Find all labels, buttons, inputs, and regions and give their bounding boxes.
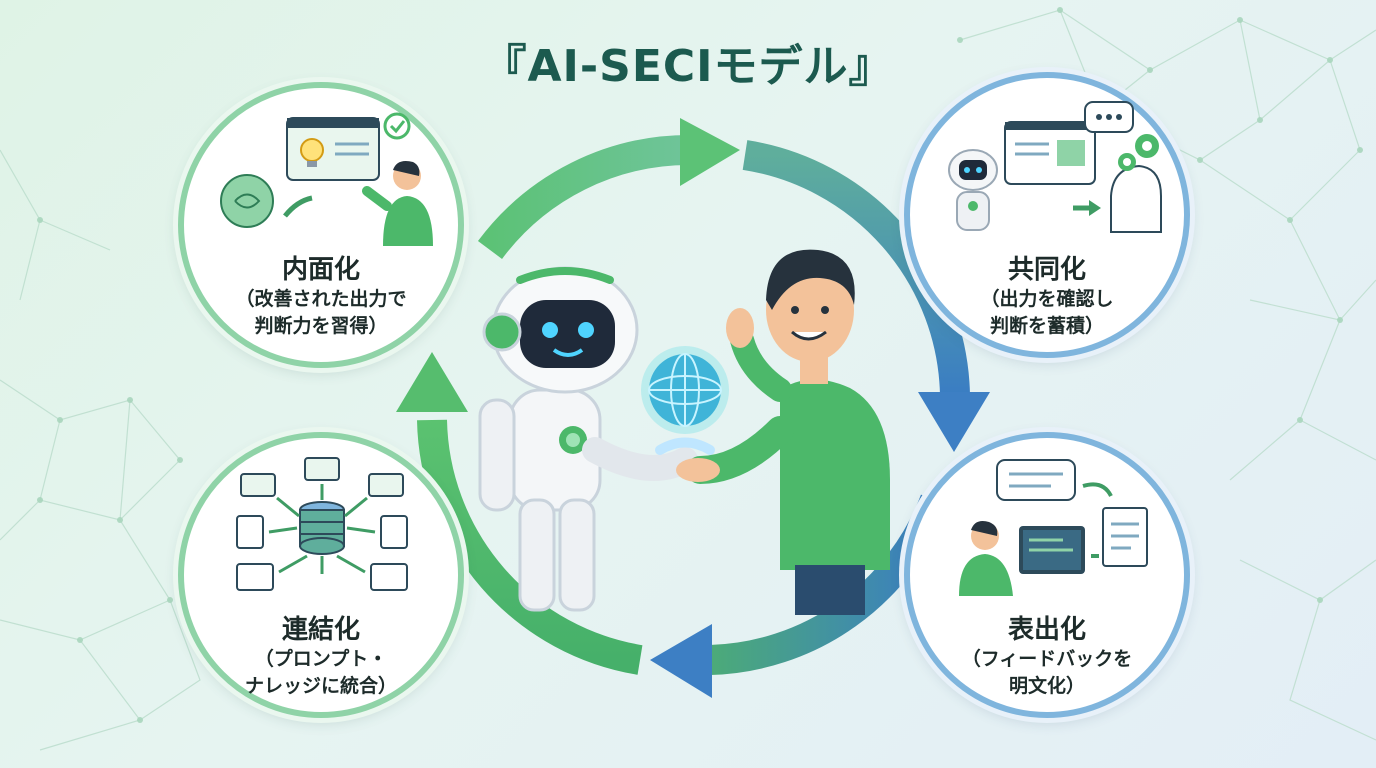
code-icon bbox=[371, 564, 407, 590]
stage-description-line1: （出力を確認し bbox=[910, 286, 1184, 313]
stage-socialization: 共同化 （出力を確認し 判断を蓄積） bbox=[904, 72, 1190, 358]
document-icon bbox=[381, 516, 407, 548]
stage-description-line2: 判断力を習得） bbox=[184, 313, 458, 340]
combination-illustration bbox=[207, 456, 437, 596]
stage-combination: 連結化 （プロンプト・ ナレッジに統合） bbox=[178, 432, 464, 718]
folder-icon bbox=[305, 458, 339, 480]
externalization-illustration bbox=[933, 456, 1163, 596]
database-icon bbox=[300, 502, 344, 554]
document-icon bbox=[1103, 508, 1147, 566]
stage-description-line2: ナレッジに統合） bbox=[184, 673, 458, 700]
check-icon bbox=[385, 114, 409, 138]
stage-description-line1: （フィードバックを bbox=[910, 646, 1184, 673]
stage-internalization: 内面化 （改善された出力で 判断力を習得） bbox=[178, 82, 464, 368]
stage-description-line1: （プロンプト・ bbox=[184, 646, 458, 673]
code-icon bbox=[237, 564, 273, 590]
chat-bubble-icon bbox=[997, 460, 1075, 500]
stage-description-line2: 明文化） bbox=[910, 673, 1184, 700]
brain-icon bbox=[221, 175, 273, 227]
folder-icon bbox=[369, 474, 403, 496]
internalization-illustration bbox=[207, 106, 437, 246]
robot-icon bbox=[949, 150, 997, 230]
stage-name: 連結化 bbox=[184, 614, 458, 646]
stage-name: 内面化 bbox=[184, 254, 458, 286]
screen-icon bbox=[1005, 122, 1095, 184]
head-gears-icon bbox=[1111, 134, 1161, 232]
folder-icon bbox=[241, 474, 275, 496]
socialization-illustration bbox=[933, 96, 1163, 236]
document-icon bbox=[237, 516, 263, 548]
person-icon bbox=[676, 250, 890, 615]
stage-description-line1: （改善された出力で bbox=[184, 286, 458, 313]
globe-icon bbox=[641, 346, 729, 450]
robot-human-scene bbox=[450, 150, 925, 625]
stage-externalization: 表出化 （フィードバックを 明文化） bbox=[904, 432, 1190, 718]
person-laptop-icon bbox=[959, 521, 1085, 596]
stage-name: 表出化 bbox=[910, 614, 1184, 646]
stage-description-line2: 判断を蓄積） bbox=[910, 313, 1184, 340]
stage-name: 共同化 bbox=[910, 254, 1184, 286]
robot-icon bbox=[480, 268, 685, 610]
chat-bubble-icon bbox=[1085, 102, 1133, 132]
